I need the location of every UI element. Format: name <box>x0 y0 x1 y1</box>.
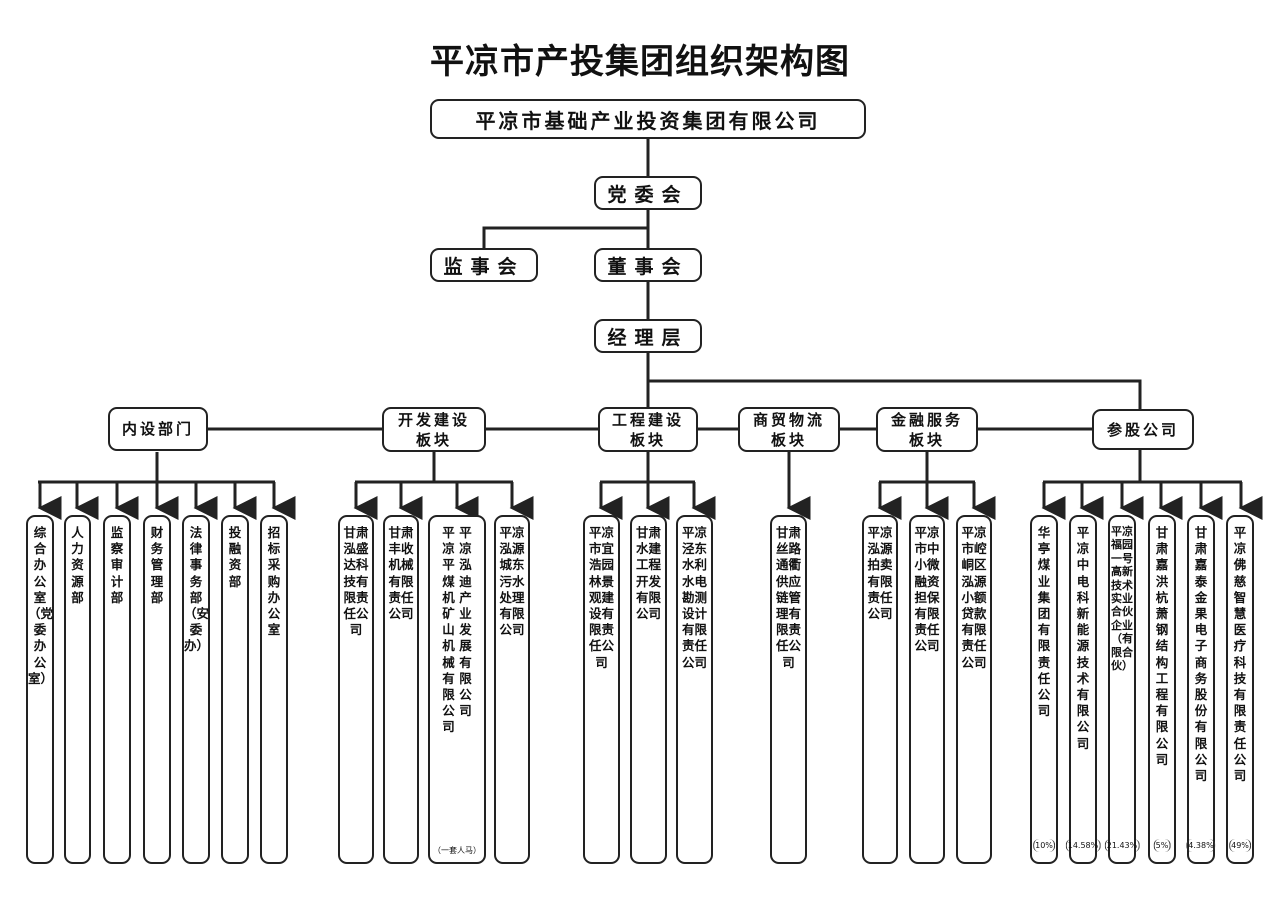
internal-unit-label: 投融资部 <box>228 525 242 589</box>
eng-unit-label: 平凉市宜浩园林景观建设有限责任公司 <box>588 525 614 670</box>
dev-unit-label: 平凉泓迪产业发展有限公司 <box>459 525 472 719</box>
chart-title: 平凉市产投集团组织架构图 <box>430 42 850 82</box>
equity-share-badge: 4.38% <box>1186 839 1216 852</box>
party-committee-box: 党委会 <box>594 176 702 210</box>
top-company-box: 平凉市基础产业投资集团有限公司 <box>430 99 866 139</box>
internal-unit-investment: 投融资部 <box>221 515 249 864</box>
dev-unit-label: 甘肃泓盛达科技有限责任公司 <box>343 525 369 638</box>
dev-unit-pingmeiji-hongdi: 平凉平煤机矿山机械有限公司 平凉泓迪产业发展有限公司 （一套人马） <box>428 515 486 864</box>
internal-unit-legal: 法律事务部（安委办） <box>182 515 210 864</box>
finance-unit-label: 平凉市中小微融资担保有限责任公司 <box>914 525 940 654</box>
segment-equity-label: 参股公司 <box>1106 420 1179 439</box>
equity-unit-ecommerce: 甘肃嘉泰金果电子商务股份有限公司 4.38% <box>1186 515 1216 864</box>
dev-unit-label: 平凉平煤机矿山机械有限公司 <box>442 525 455 735</box>
equity-unit-label: 平凉中电科新能源技术有限公司 <box>1076 525 1090 751</box>
board-of-directors-label: 董事会 <box>607 255 689 278</box>
internal-unit-hr: 人力资源部 <box>64 515 91 864</box>
equity-unit-huating-coal: 华亭煤业集团有限责任公司 10% <box>1030 515 1058 864</box>
equity-share-badge: 21.43% <box>1104 839 1140 852</box>
finance-unit-microloan: 平凉市崆峒区泓源小额贷款有限责任公司 <box>956 515 992 864</box>
internal-unit-finance: 财务管理部 <box>143 515 171 864</box>
same-team-note: （一套人马） <box>433 846 481 855</box>
party-committee-label: 党委会 <box>607 183 689 206</box>
equity-unit-steel-structure: 甘肃嘉洪杭萧钢结构工程有限公司 5% <box>1148 515 1176 864</box>
equity-share-badge: 14.58% <box>1065 839 1101 852</box>
segment-eng-box: 工程建设板块 <box>598 407 698 452</box>
board-of-directors-box: 董事会 <box>594 248 702 282</box>
internal-unit-label: 人力资源部 <box>71 525 84 605</box>
eng-unit-water-construction: 甘肃水建工程开发有限公司 <box>630 515 667 864</box>
equity-unit-cetc-energy: 平凉中电科新能源技术有限公司 14.58% <box>1065 515 1101 864</box>
internal-unit-label: 监察审计部 <box>110 525 124 605</box>
segment-trade-box: 商贸物流板块 <box>738 407 840 452</box>
eng-unit-landscape: 平凉市宜浩园林景观建设有限责任公司 <box>583 515 620 864</box>
finance-unit-guarantee: 平凉市中小微融资担保有限责任公司 <box>909 515 945 864</box>
segment-eng-label: 工程建设板块 <box>611 410 684 449</box>
segment-internal-label: 内设部门 <box>121 420 194 438</box>
segment-equity-box: 参股公司 <box>1092 409 1194 450</box>
finance-unit-label: 平凉泓源拍卖有限责任公司 <box>867 525 893 622</box>
eng-unit-label: 甘肃水建工程开发有限公司 <box>635 525 661 622</box>
equity-unit-label: 甘肃嘉洪杭萧钢结构工程有限公司 <box>1155 525 1169 767</box>
eng-unit-survey-design: 平凉泾东水利水电勘测设计有限责任公司 <box>676 515 713 864</box>
equity-unit-label: 华亭煤业集团有限责任公司 <box>1037 525 1051 719</box>
equity-unit-foci-medical: 平凉佛慈智慧医疗科技有限责任公司 49% <box>1226 515 1254 864</box>
management-box: 经理层 <box>594 319 702 353</box>
top-company-label: 平凉市基础产业投资集团有限公司 <box>475 108 821 133</box>
equity-share-badge: 5% <box>1153 839 1171 852</box>
equity-unit-label: 平凉福园一号高新技术实业合伙企业（有限合伙） <box>1111 525 1133 673</box>
internal-unit-label: 综合办公室（党委办公室） <box>28 525 54 686</box>
dev-unit-fengshou: 甘肃丰收机械有限责任公司 <box>383 515 419 864</box>
finance-unit-label: 平凉市崆峒区泓源小额贷款有限责任公司 <box>961 525 987 670</box>
dev-unit-wastewater: 平凉泓源城东污水处理有限公司 <box>494 515 530 864</box>
internal-unit-office: 综合办公室（党委办公室） <box>26 515 54 864</box>
trade-unit-supply-chain: 甘肃丝路通衢供应链管理有限责任公司 <box>770 515 807 864</box>
segment-finance-box: 金融服务板块 <box>876 407 978 452</box>
equity-unit-label: 甘肃嘉泰金果电子商务股份有限公司 <box>1194 525 1208 784</box>
segment-finance-label: 金融服务板块 <box>890 410 963 449</box>
dev-unit-hongshengda: 甘肃泓盛达科技有限责任公司 <box>338 515 374 864</box>
dev-unit-label: 平凉泓源城东污水处理有限公司 <box>499 525 525 638</box>
equity-share-badge: 10% <box>1033 839 1055 852</box>
equity-unit-fuyuan-partnership: 平凉福园一号高新技术实业合伙企业（有限合伙） 21.43% <box>1104 515 1140 864</box>
segment-trade-label: 商贸物流板块 <box>752 410 825 449</box>
segment-dev-label: 开发建设板块 <box>397 410 470 449</box>
internal-unit-label: 招标采购办公室 <box>267 525 281 638</box>
eng-unit-label: 平凉泾东水利水电勘测设计有限责任公司 <box>681 525 707 670</box>
equity-share-badge: 49% <box>1229 839 1251 852</box>
trade-unit-label: 甘肃丝路通衢供应链管理有限责任公司 <box>775 525 801 670</box>
segment-dev-box: 开发建设板块 <box>382 407 486 452</box>
equity-unit-label: 平凉佛慈智慧医疗科技有限责任公司 <box>1233 525 1247 784</box>
finance-unit-auction: 平凉泓源拍卖有限责任公司 <box>862 515 898 864</box>
internal-unit-label: 财务管理部 <box>150 525 164 605</box>
internal-unit-audit: 监察审计部 <box>103 515 131 864</box>
dev-unit-label: 甘肃丰收机械有限责任公司 <box>388 525 414 622</box>
internal-unit-label: 法律事务部（安委办） <box>184 525 210 654</box>
supervisory-board-box: 监事会 <box>430 248 538 282</box>
segment-internal-box: 内设部门 <box>108 407 208 451</box>
management-label: 经理层 <box>607 326 689 349</box>
internal-unit-procurement: 招标采购办公室 <box>260 515 288 864</box>
supervisory-board-label: 监事会 <box>443 255 525 278</box>
